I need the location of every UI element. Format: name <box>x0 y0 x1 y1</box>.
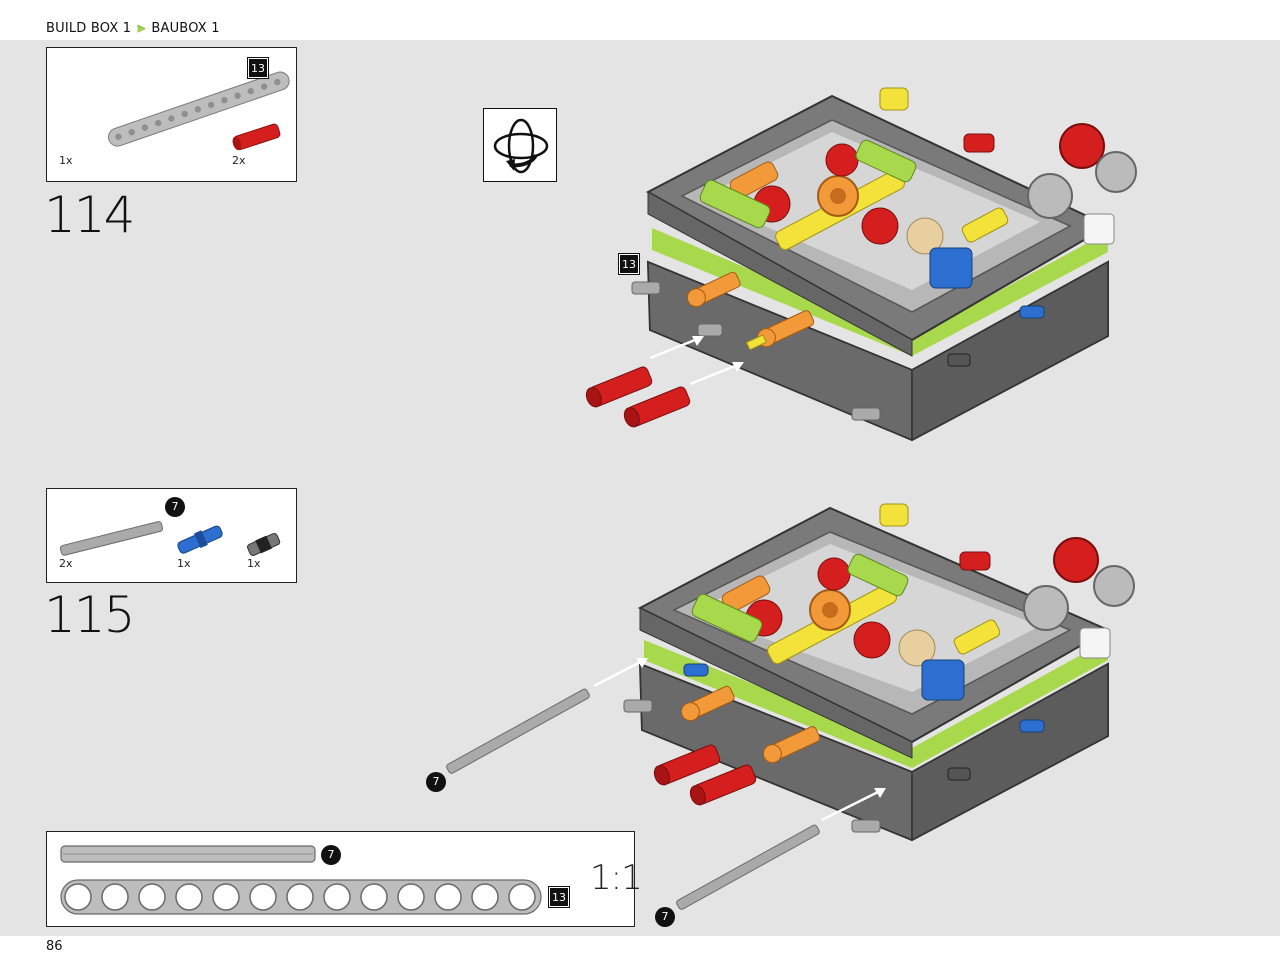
scale-reference-box: 7 13 <box>46 831 635 927</box>
breadcrumb: BUILD BOX 1 ⪢ BAUBOX 1 <box>46 20 220 36</box>
length-callout-badge: 13 <box>618 253 640 275</box>
part-qty: 2x <box>59 557 73 570</box>
length-callout-badge: 7 <box>426 772 446 792</box>
axle-7-scale-icon <box>60 845 316 863</box>
part-qty: 2x <box>232 154 246 167</box>
step-number: 115 <box>44 586 135 644</box>
length-badge: 13 <box>247 57 269 79</box>
length-badge: 13 <box>548 886 570 908</box>
part-qty: 1x <box>177 557 191 570</box>
page-header: BUILD BOX 1 ⪢ BAUBOX 1 <box>0 0 1280 40</box>
page-number: 86 <box>46 939 63 954</box>
length-badge: 7 <box>321 845 341 865</box>
breadcrumb-baubox: BAUBOX 1 <box>151 20 220 36</box>
beam-13-scale-icon <box>60 879 542 915</box>
length-badge: 7 <box>165 497 185 517</box>
length-callout-badge: 7 <box>655 907 675 927</box>
blue-pin-part-icon <box>177 525 223 554</box>
breadcrumb-separator-icon: ⪢ <box>137 20 146 36</box>
scale-label: 1:1 <box>590 858 643 898</box>
step-number: 114 <box>44 186 135 244</box>
parts-list-step-115: 2x 1x 1x 7 <box>46 488 297 583</box>
axle-7-part-icon <box>59 521 163 556</box>
part-qty: 1x <box>247 557 261 570</box>
parts-list-step-114: 1x 2x 13 <box>46 47 297 182</box>
breadcrumb-build-box: BUILD BOX 1 <box>46 20 132 36</box>
part-qty: 1x <box>59 154 73 167</box>
rotate-model-callout <box>483 108 557 182</box>
rotate-model-icon <box>493 118 549 174</box>
red-pin-part-icon <box>232 123 281 151</box>
beam-13-part-icon <box>108 71 290 147</box>
black-connector-part-icon <box>247 532 281 557</box>
